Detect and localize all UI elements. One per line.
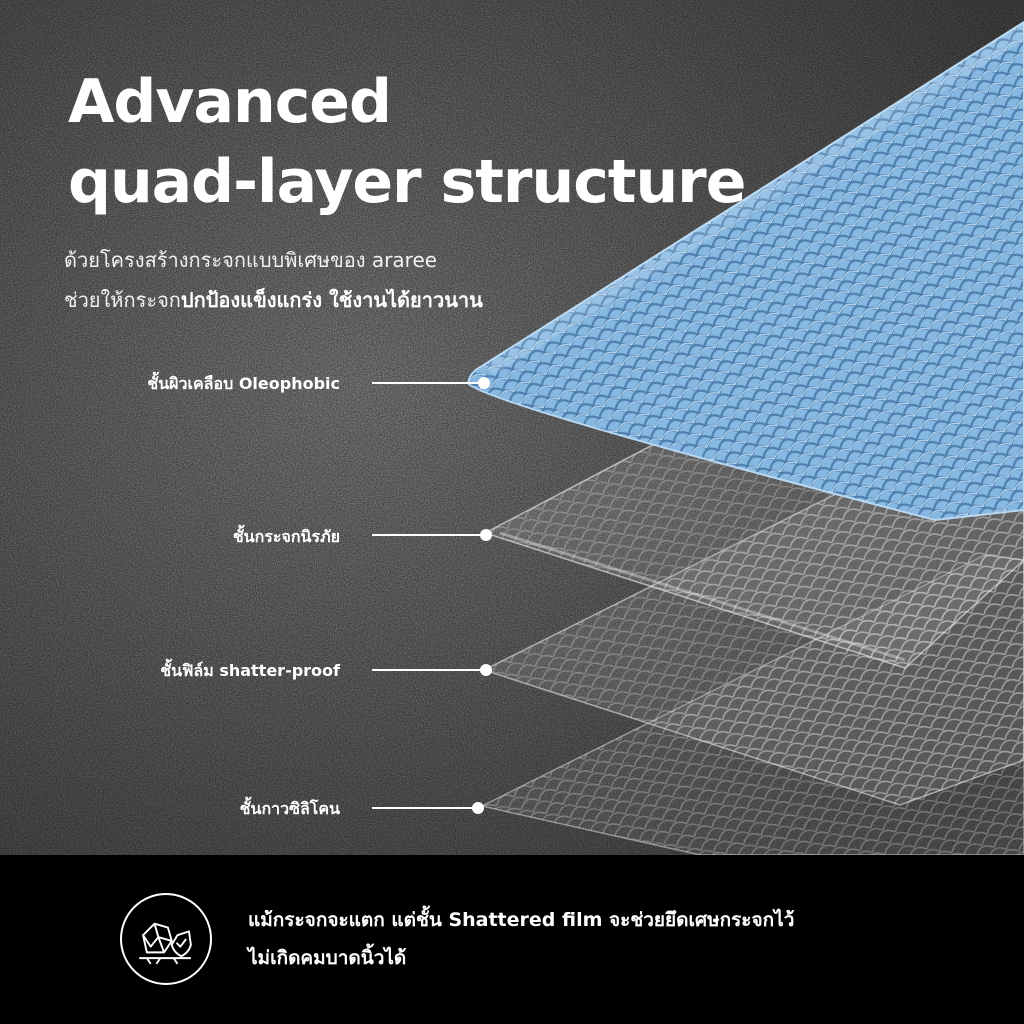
title-line-2: quad-layer structure bbox=[68, 147, 746, 217]
leader-line-oleophobic bbox=[372, 382, 482, 384]
footer-banner: แม้กระจกจะแตก แต่ชั้น Shattered film จะช… bbox=[0, 855, 1024, 1024]
layer-label-silicone: ชั้นกาวซิลิโคน bbox=[239, 799, 340, 818]
layer-label-shatter-proof: ชั้นฟิล์ม shatter-proof bbox=[160, 661, 340, 680]
subtitle-line-2-bold: ปกป้องแข็งแกร่ง ใช้งานได้ยาวนาน bbox=[180, 288, 483, 312]
subtitle-line-1: ด้วยโครงสร้างกระจกแบบพิเศษของ araree bbox=[64, 248, 438, 272]
shattered-glass-shield-icon bbox=[120, 893, 212, 985]
subtitle-line-2-prefix: ช่วยให้กระจก bbox=[64, 288, 181, 312]
leader-dot-silicone bbox=[472, 802, 484, 814]
layer-illustration bbox=[0, 0, 1024, 855]
leader-dot-tempered-glass bbox=[480, 529, 492, 541]
footer-line-1: แม้กระจกจะแตก แต่ชั้น Shattered film จะช… bbox=[248, 909, 795, 931]
oleophobic-layer bbox=[466, 20, 1024, 522]
footer-line-2: ไม่เกิดคมบาดนิ้วได้ bbox=[248, 947, 407, 969]
leader-dot-shatter-proof bbox=[480, 664, 492, 676]
subtitle-line-2: ช่วยให้กระจกปกป้องแข็งแกร่ง ใช้งานได้ยาว… bbox=[64, 280, 483, 320]
leader-line-shatter-proof bbox=[372, 669, 484, 671]
leader-line-silicone bbox=[372, 807, 480, 809]
subtitle: ด้วยโครงสร้างกระจกแบบพิเศษของ araree ช่ว… bbox=[64, 240, 483, 320]
title-line-1: Advanced bbox=[68, 67, 392, 137]
layer-label-oleophobic: ชั้นผิวเคลือบ Oleophobic bbox=[147, 374, 340, 393]
leader-dot-oleophobic bbox=[478, 377, 490, 389]
layer-label-tempered-glass: ชั้นกระจกนิรภัย bbox=[232, 527, 340, 546]
leader-line-tempered-glass bbox=[372, 534, 484, 536]
page-title: Advanced quad-layer structure bbox=[68, 62, 746, 222]
